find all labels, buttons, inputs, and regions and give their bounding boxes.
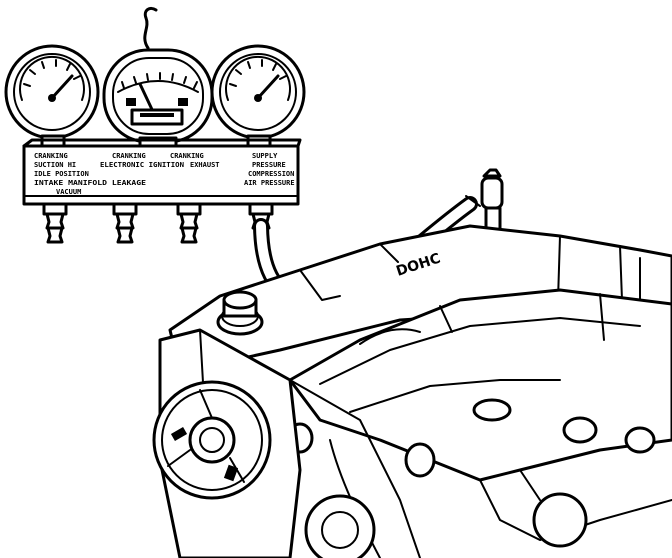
fitting-2 bbox=[112, 202, 138, 244]
manifold-body bbox=[22, 138, 302, 206]
right-pressure-gauge bbox=[210, 44, 306, 150]
cylinder-head-rear bbox=[168, 224, 672, 374]
left-pressure-gauge bbox=[4, 44, 100, 150]
gauge-manifold: CRANKING CRANKING CRANKING SUPPLY SUCTIO… bbox=[4, 6, 306, 244]
legend-row-1-col-2: CRANKING bbox=[112, 152, 146, 160]
legend-row-1-col-1: CRANKING bbox=[34, 152, 68, 160]
fitting-1 bbox=[42, 202, 68, 244]
legend-row-5-col-1: VACUUM bbox=[56, 188, 81, 196]
legend-row-4-col-4: AIR PRESSURE bbox=[244, 179, 295, 187]
center-analyzer-meter bbox=[102, 48, 214, 150]
engine-assembly: DOHC bbox=[152, 224, 672, 558]
legend-row-2-col-3: EXHAUST bbox=[190, 161, 220, 169]
legend-row-2-col-1: SUCTION HI bbox=[34, 161, 76, 169]
manifold-fittings bbox=[42, 202, 274, 244]
legend-row-1-col-3: CRANKING bbox=[170, 152, 204, 160]
legend-row-2-col-2: ELECTRONIC IGNITION bbox=[100, 161, 184, 169]
legend-row-1-col-4: SUPPLY bbox=[252, 152, 278, 160]
crankshaft-pulley bbox=[152, 380, 272, 500]
oil-filler-cap bbox=[216, 290, 264, 336]
right-gauge-needle bbox=[256, 74, 280, 100]
legend-row-3-col-4: COMPRESSION bbox=[248, 170, 294, 178]
legend-row-3-col-1: IDLE POSITION bbox=[34, 170, 89, 178]
meter-cord bbox=[143, 6, 158, 50]
fitting-3 bbox=[176, 202, 202, 244]
lower-pulley bbox=[304, 492, 588, 558]
manifold-legend: CRANKING CRANKING CRANKING SUPPLY SUCTIO… bbox=[34, 152, 295, 196]
legend-row-2-col-4: PRESSURE bbox=[252, 161, 286, 169]
left-gauge-needle bbox=[50, 74, 74, 100]
legend-row-4-col-1: INTAKE MANIFOLD LEAKAGE bbox=[34, 179, 146, 187]
